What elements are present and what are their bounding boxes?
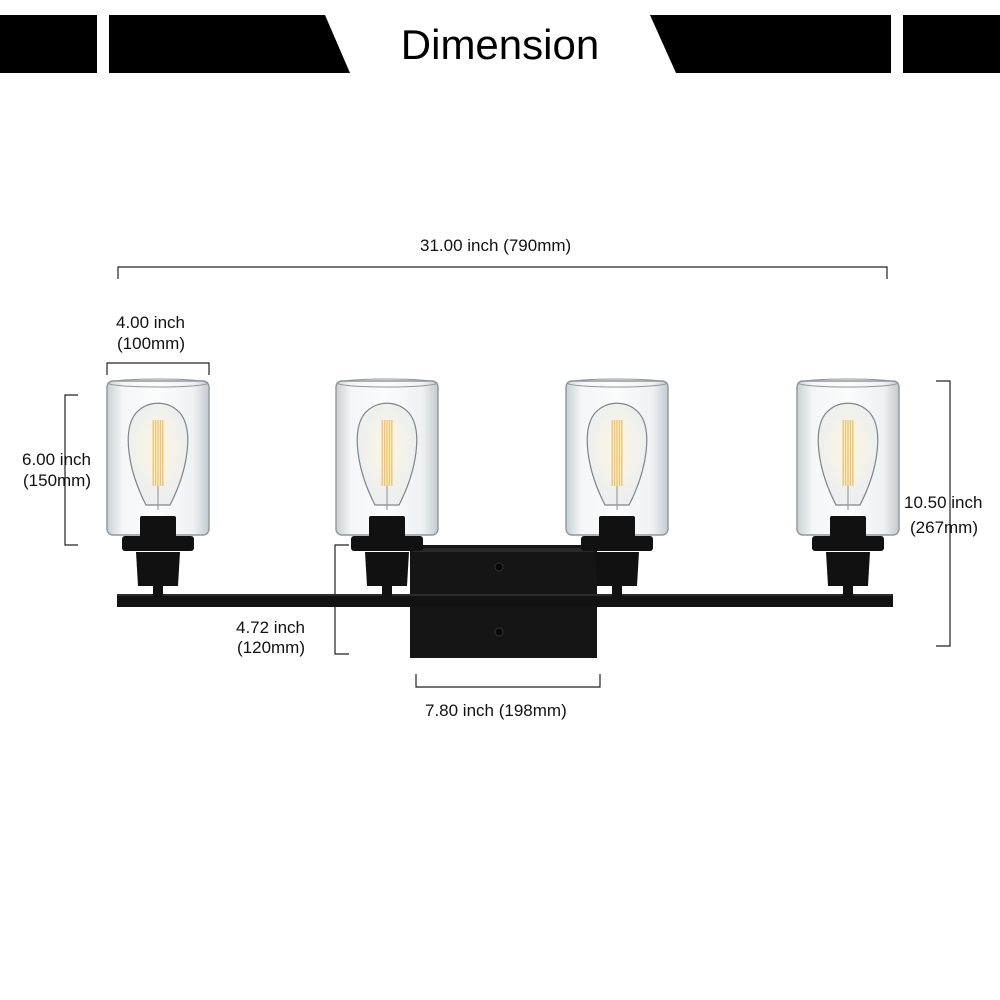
- glass-rim-3: [566, 378, 668, 388]
- plate-width-label: 7.80 inch (198mm): [425, 701, 567, 720]
- socket-cup-2: [365, 552, 409, 586]
- overall-width-line: [117, 266, 888, 279]
- glass-rim-1: [107, 378, 209, 388]
- socket-top-2: [369, 516, 405, 538]
- overall-width-label: 31.00 inch (790mm): [420, 236, 572, 255]
- shade-width-label-line1: 4.00 inch: [116, 313, 185, 332]
- overall-height-label-line1: 10.50 inch: [904, 493, 983, 512]
- socket-cup-4: [826, 552, 870, 586]
- plate-screw-bottom: [494, 627, 504, 637]
- plate-screw-top: [494, 562, 504, 572]
- socket-top-4: [830, 516, 866, 538]
- dimension-lines: [64, 266, 951, 688]
- overall-height-label-line2: (267mm): [910, 518, 979, 537]
- banner-block-left-small: [0, 15, 97, 73]
- socket-stem-4: [843, 580, 853, 596]
- glass-rim-4: [797, 378, 899, 388]
- shade-width-line: [106, 362, 210, 375]
- shade-height-label-line1: 6.00 inch: [22, 450, 91, 469]
- shade-height-label-line2: (150mm): [23, 471, 92, 490]
- shade-holder-4: [812, 536, 884, 551]
- banner-block-left-large: [109, 15, 350, 73]
- glass-rim-2: [336, 378, 438, 388]
- socket-top-1: [140, 516, 176, 538]
- plate-height-label-line2: (120mm): [237, 638, 306, 657]
- shade-holder-3: [581, 536, 653, 551]
- socket-cup-1: [136, 552, 180, 586]
- banner-block-right-large: [650, 15, 891, 73]
- plate-width-line: [415, 674, 601, 688]
- socket-stem-3: [612, 580, 622, 596]
- header-banner: [0, 15, 1000, 73]
- overall-height-line: [936, 380, 951, 647]
- page-title: Dimension: [400, 21, 600, 68]
- banner-block-right-small: [903, 15, 1000, 73]
- plate-height-label-line1: 4.72 inch: [236, 618, 305, 637]
- shade-holder-1: [122, 536, 194, 551]
- socket-stem-2: [382, 580, 392, 596]
- shade-height-line: [64, 394, 78, 546]
- shade-width-label-line2: (100mm): [117, 334, 186, 353]
- shade-holder-2: [351, 536, 423, 551]
- socket-top-3: [599, 516, 635, 538]
- fixture-bar: [117, 594, 893, 607]
- socket-stem-1: [153, 580, 163, 596]
- socket-cup-3: [595, 552, 639, 586]
